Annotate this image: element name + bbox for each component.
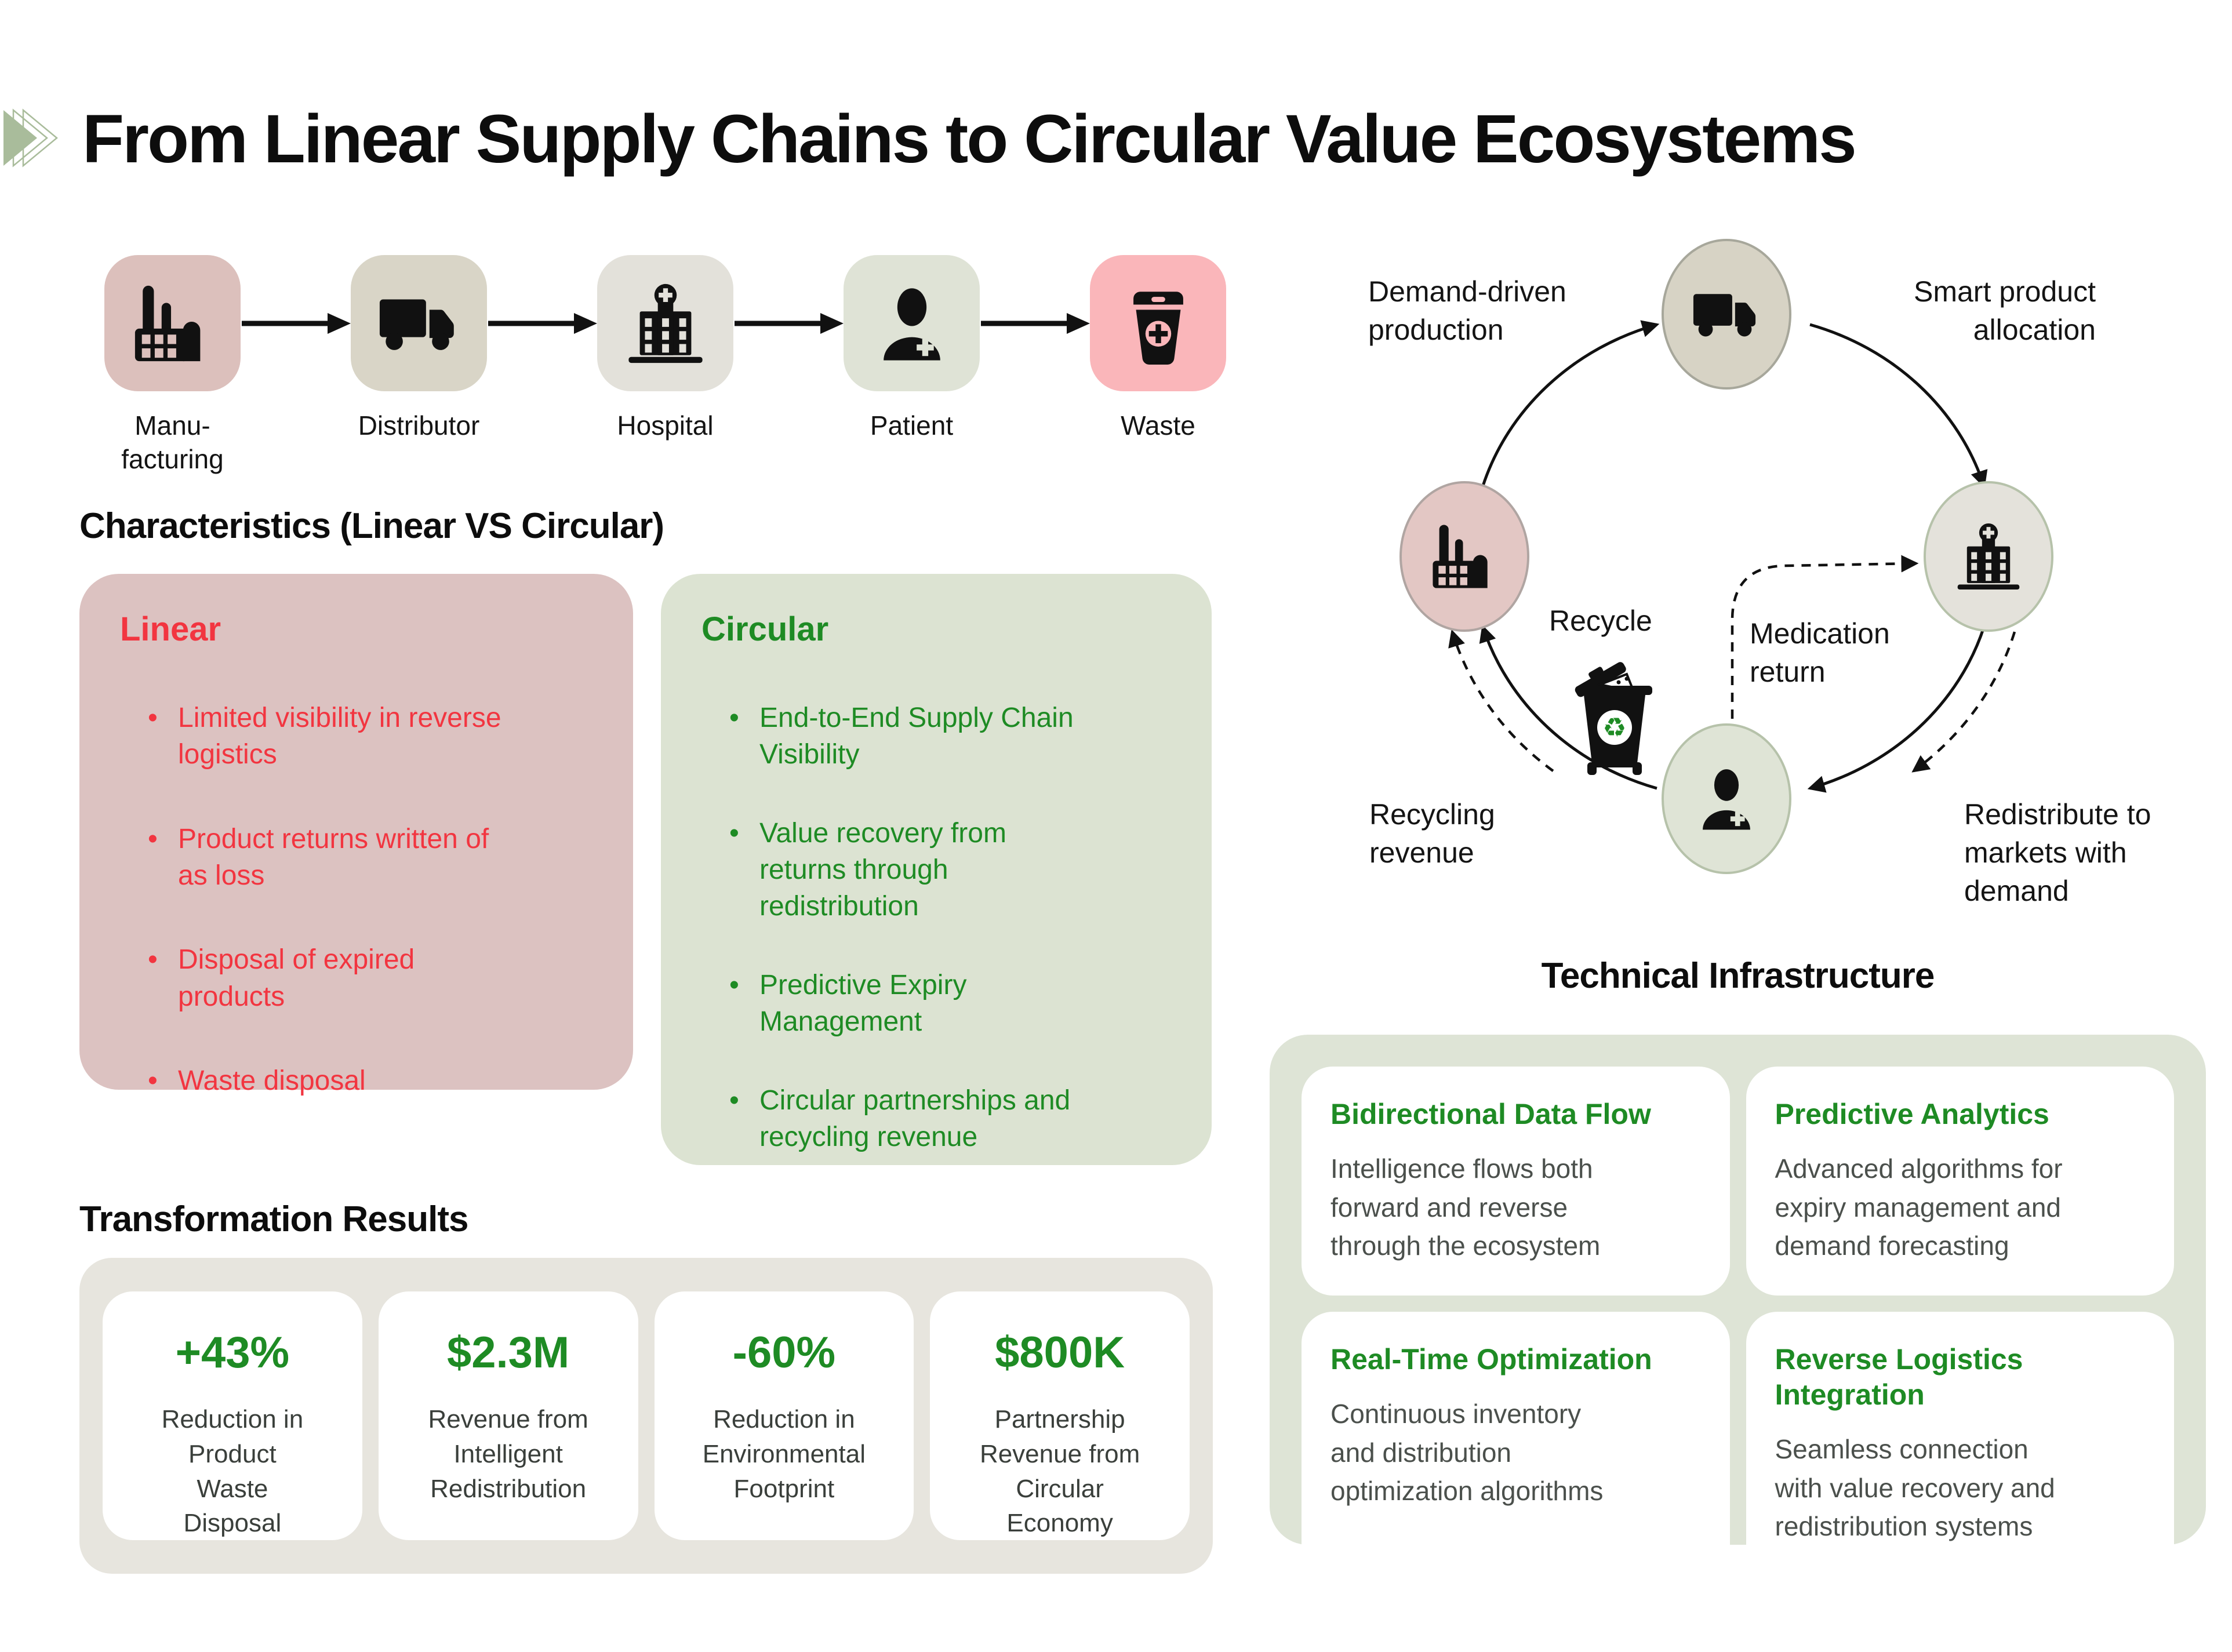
truck-icon <box>379 299 454 350</box>
tech-card-title: Reverse Logistics Integration <box>1775 1343 2023 1411</box>
linear-bullet-1: Limited visibility in reverse logistics <box>178 703 501 770</box>
cycle-label-redistribute: Redistribute to markets with demand <box>1964 798 2151 907</box>
list-item: •Value recovery from returns through red… <box>729 815 1171 925</box>
stage-tile-hospital <box>597 255 733 391</box>
linear-bullet-4: Waste disposal <box>178 1065 366 1097</box>
technical-container: Bidirectional Data Flow Intelligence flo… <box>1270 1035 2206 1577</box>
cycle-label-medication-return: Medication return <box>1750 617 1890 688</box>
tech-card-title: Predictive Analytics <box>1775 1098 2049 1130</box>
cycle-node-patient <box>1662 723 1791 874</box>
flow-arrow-icon <box>242 312 351 334</box>
stat-value: -60% <box>732 1328 836 1377</box>
list-item: •Limited visibility in reverse logistics <box>148 700 592 773</box>
stat-card-waste-disposal: +43% Reduction in Product Waste Disposal <box>103 1291 362 1540</box>
cycle-label-recycling-revenue: Recycling revenue <box>1369 798 1495 869</box>
stage-label-distributor: Distributor <box>358 410 480 441</box>
circular-panel-title: Circular <box>701 610 829 648</box>
waste-bin-icon <box>1133 291 1183 365</box>
tech-card-predictive-analytics: Predictive Analytics Advanced algorithms… <box>1746 1067 2174 1296</box>
recycle-symbol-icon: ♻ <box>1602 712 1626 743</box>
flow-arrow-icon <box>981 312 1090 334</box>
linear-chain-labels: Manu- facturing Distributor Hospital Pat… <box>104 409 1226 476</box>
stat-label: Reduction in Environmental Footprint <box>702 1405 866 1503</box>
list-item: •Disposal of expired products <box>148 941 592 1015</box>
stage-label-hospital: Hospital <box>617 410 714 441</box>
stat-value: +43% <box>175 1328 290 1377</box>
tech-card-title: Bidirectional Data Flow <box>1331 1098 1651 1130</box>
cycle-label-smart-product-allocation: Smart product allocation <box>1913 275 2096 346</box>
linear-panel-title: Linear <box>120 610 221 648</box>
tech-card-body: Advanced algorithms for expiry managemen… <box>1775 1154 2063 1261</box>
stage-tile-manufacturing <box>104 255 241 391</box>
characteristics-heading: Characteristics (Linear VS Circular) <box>79 506 664 546</box>
list-item: •Circular partnerships and recycling rev… <box>729 1082 1171 1156</box>
stat-label: Reduction in Product Waste Disposal <box>161 1405 304 1538</box>
list-item: •Predictive Expiry Management <box>729 967 1171 1040</box>
stat-card-redistribution-revenue: $2.3M Revenue from Intelligent Redistrib… <box>378 1291 638 1540</box>
cycle-node-hospital <box>1924 481 2053 632</box>
list-item: •End-to-End Supply Chain Visibility <box>729 700 1171 773</box>
circular-bullet-2: Value recovery from returns through redi… <box>759 817 1006 922</box>
arrow-hospital-to-patient <box>1807 627 1986 793</box>
stat-label: Partnership Revenue from Circular Econom… <box>979 1405 1140 1538</box>
transformation-heading: Transformation Results <box>79 1199 468 1239</box>
tech-card-body: Seamless connection with value recovery … <box>1775 1434 2055 1542</box>
tech-card-real-time-optimization: Real-Time Optimization Continuous invent… <box>1302 1312 1730 1577</box>
factory-icon <box>1433 525 1488 588</box>
factory-icon <box>134 285 200 361</box>
tech-card-reverse-logistics-integration: Reverse Logistics Integration Seamless c… <box>1746 1312 2174 1577</box>
cycle-label-demand-driven-production: Demand-driven production <box>1368 275 1566 346</box>
stat-card-partnership-revenue: $800K Partnership Revenue from Circular … <box>930 1291 1190 1540</box>
circular-bullet-3: Predictive Expiry Management <box>759 969 967 1038</box>
linear-bullet-3: Disposal of expired products <box>178 944 415 1012</box>
arrow-patient-to-manufacturing <box>1479 624 1657 790</box>
list-item: •Product returns written of as loss <box>148 821 592 894</box>
tech-card-bidirectional-data-flow: Bidirectional Data Flow Intelligence flo… <box>1302 1067 1730 1296</box>
tech-card-body: Continuous inventory and distribution op… <box>1331 1399 1604 1507</box>
chevron-logo-icon <box>3 108 58 168</box>
hospital-icon <box>628 283 703 363</box>
circular-panel: Circular •End-to-End Supply Chain Visibi… <box>661 574 1212 1165</box>
arrow-manufacturing-to-distributor <box>1481 320 1660 486</box>
linear-panel: Linear •Limited visibility in reverse lo… <box>79 574 633 1096</box>
linear-bullet-2: Product returns written of as loss <box>178 823 489 892</box>
circular-bullet-4: Circular partnerships and recycling reve… <box>759 1085 1071 1152</box>
patient-icon <box>883 288 940 361</box>
arrow-medication-return-dashed <box>1731 555 1919 719</box>
cycle-node-distributor <box>1662 239 1791 390</box>
linear-bullet-list: •Limited visibility in reverse logistics… <box>120 700 592 1100</box>
stage-tile-waste <box>1090 255 1226 391</box>
circular-bullet-1: End-to-End Supply Chain Visibility <box>759 703 1074 770</box>
recycle-bin-icon: ♻ <box>1575 662 1652 775</box>
patient-icon <box>1703 769 1750 830</box>
hospital-icon <box>1957 523 2020 590</box>
stat-label: Revenue from Intelligent Redistribution <box>428 1405 588 1503</box>
stat-value: $2.3M <box>447 1328 570 1377</box>
cycle-arrows <box>1448 320 2016 793</box>
circular-bullet-list: •End-to-End Supply Chain Visibility •Val… <box>701 700 1171 1155</box>
cycle-label-recycle: Recycle <box>1549 605 1652 637</box>
stage-tile-patient <box>844 255 980 391</box>
technical-heading: Technical Infrastructure <box>1541 956 1935 996</box>
stage-label-manufacturing: Manu- facturing <box>121 410 224 474</box>
tech-card-title: Real-Time Optimization <box>1331 1343 1652 1376</box>
linear-chain <box>104 255 1226 391</box>
stage-label-waste: Waste <box>1121 410 1195 441</box>
stat-card-environmental-footprint: -60% Reduction in Environmental Footprin… <box>654 1291 914 1540</box>
list-item: •Waste disposal <box>148 1062 592 1099</box>
stats-container: +43% Reduction in Product Waste Disposal… <box>79 1258 1213 1574</box>
arrow-distributor-to-hospital <box>1809 323 1988 489</box>
stage-tile-distributor <box>351 255 487 391</box>
tech-card-body: Intelligence flows both forward and reve… <box>1331 1154 1601 1261</box>
arrow-recycling-revenue-dashed <box>1448 629 1554 772</box>
arrow-redistribute-dashed <box>1911 631 2016 773</box>
page-title: From Linear Supply Chains to Circular Va… <box>82 101 1857 177</box>
flow-arrow-icon <box>735 312 844 334</box>
stage-label-patient: Patient <box>870 410 954 441</box>
stat-value: $800K <box>995 1328 1125 1377</box>
truck-icon <box>1693 294 1756 337</box>
flow-arrow-icon <box>488 312 597 334</box>
cycle-node-manufacturing <box>1399 481 1529 632</box>
